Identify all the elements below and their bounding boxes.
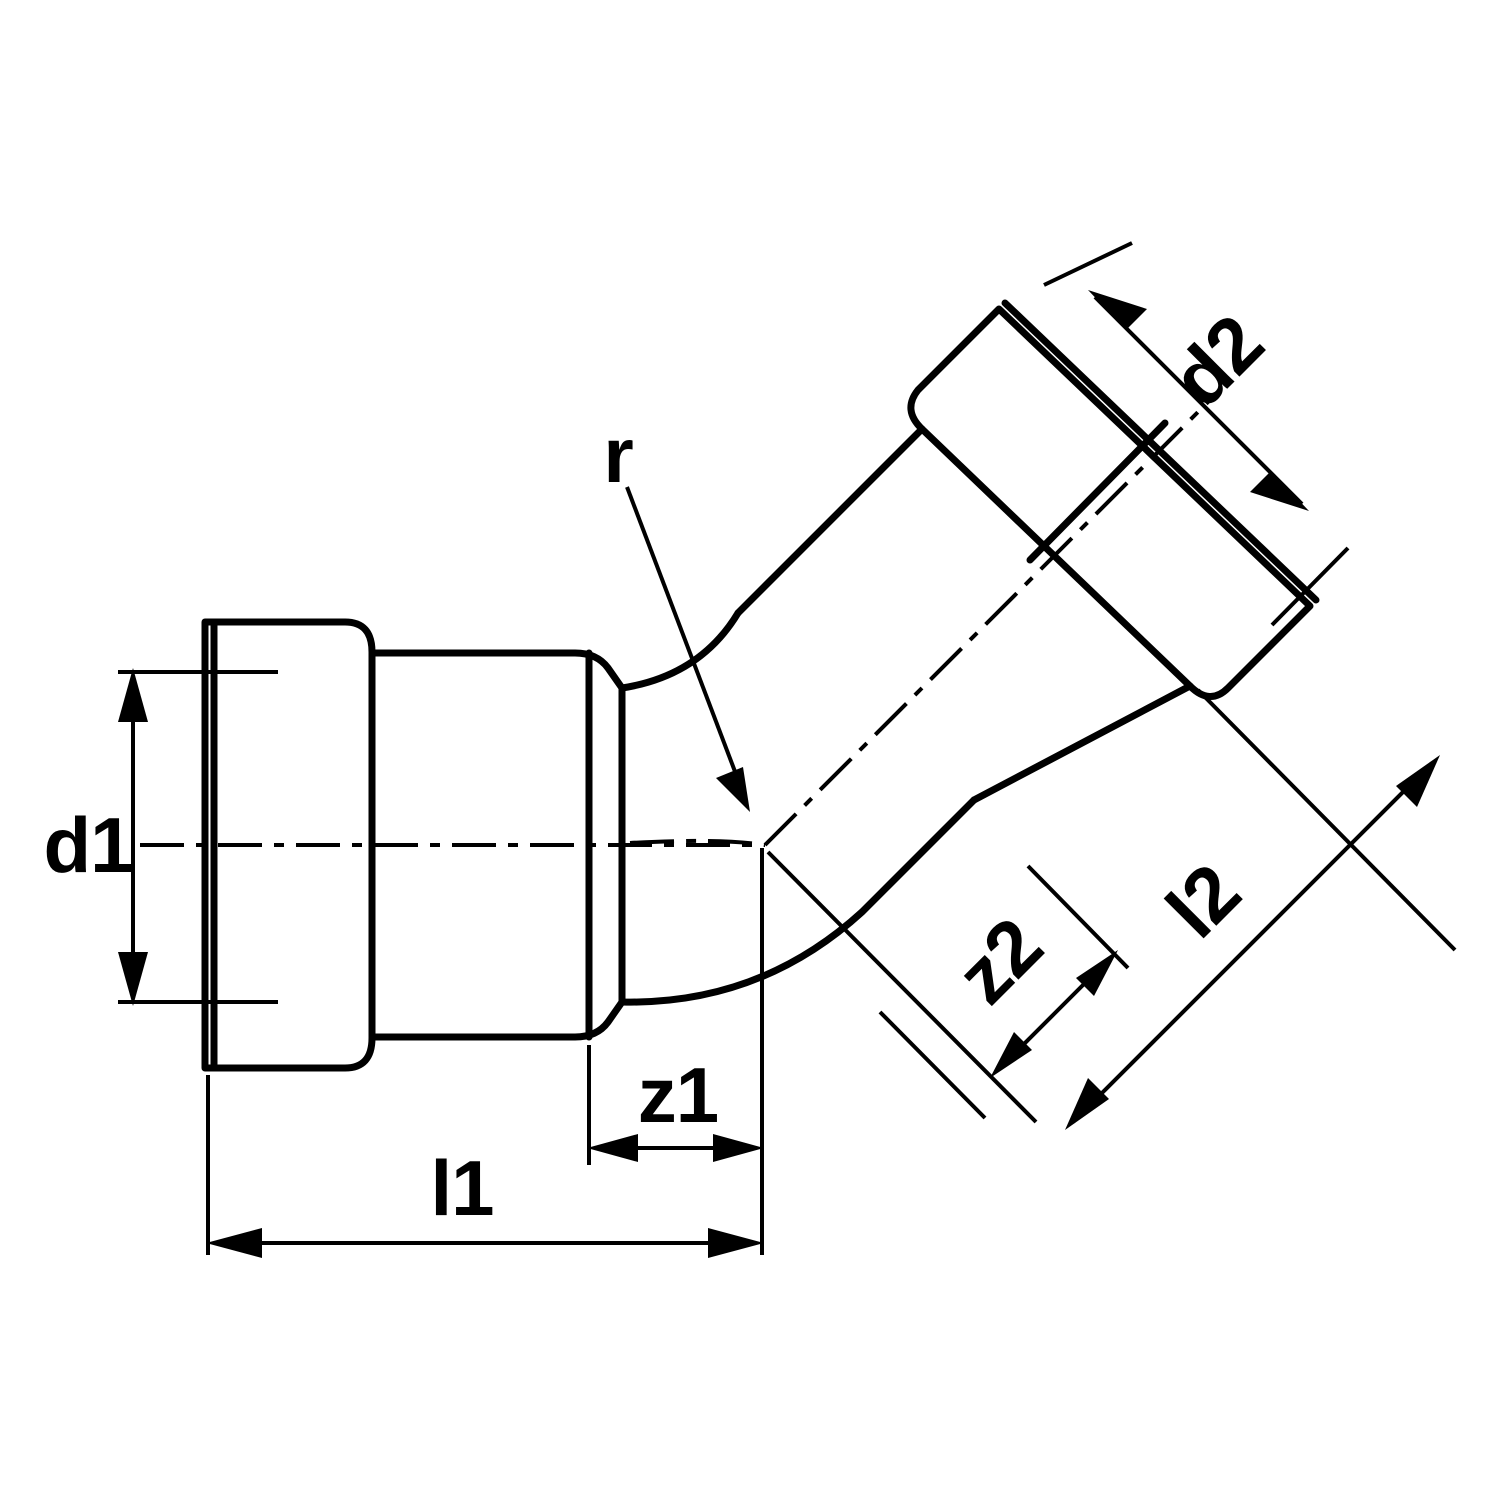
- bend-throat-curve: [618, 609, 742, 692]
- arrowhead-d2-upper: [1088, 290, 1147, 330]
- ext-d2-bottom: [1270, 546, 1350, 627]
- dim-label-l1: l1: [430, 1144, 493, 1232]
- arrowhead-l2-lower: [1065, 1078, 1109, 1130]
- dim-label-z2: z2: [939, 901, 1058, 1020]
- branch-lower-wall: [970, 682, 1194, 804]
- arrowhead-d1-down: [118, 952, 148, 1006]
- extension-lines: [118, 241, 1457, 1255]
- dimension-l2: l2: [1065, 755, 1440, 1130]
- dim-line-d2: [1093, 295, 1304, 506]
- arrowhead-r: [716, 767, 750, 812]
- dim-label-d1: d1: [43, 801, 132, 889]
- branch-upper-wall: [734, 425, 926, 617]
- dim-label-d2: d2: [1154, 298, 1279, 423]
- centerlines: [140, 396, 1214, 847]
- branch-bead-ring-line: [1026, 419, 1169, 564]
- arrowhead-z2-upper: [1076, 950, 1118, 996]
- bend-heel-curve: [618, 796, 978, 1006]
- barrel-top-edge: [368, 649, 626, 692]
- angled-centerline: [763, 396, 1214, 847]
- ext-z2-lower: [878, 1010, 987, 1120]
- arrowhead-d1-up: [118, 668, 148, 722]
- ext-z2-upper: [1026, 864, 1130, 970]
- dimension-d2: d2: [1088, 290, 1309, 511]
- dimension-d1: d1: [43, 668, 148, 1006]
- barrel-bottom-edge: [368, 998, 626, 1041]
- dim-label-l2: l2: [1149, 847, 1256, 954]
- leader-line-r: [625, 486, 744, 791]
- arrowhead-z1-left: [587, 1134, 638, 1162]
- ext-l2-upper: [1196, 688, 1457, 952]
- bend-centerline-arc: [629, 838, 766, 847]
- dim-line-l2: [1071, 761, 1434, 1124]
- arrowhead-l1-right: [708, 1228, 764, 1258]
- ext-d2-top: [1043, 241, 1133, 287]
- arrowhead-z2-lower: [990, 1032, 1032, 1078]
- elbow-bend-outer: [618, 609, 978, 1006]
- arrowhead-z1-right: [713, 1134, 764, 1162]
- dim-label-r: r: [603, 411, 633, 499]
- dimension-z1: z1: [587, 1051, 764, 1162]
- arrowhead-l2-upper: [1396, 755, 1440, 807]
- dimension-l1: l1: [206, 1144, 764, 1258]
- dimension-r: r: [603, 411, 750, 812]
- dim-label-z1: z1: [638, 1051, 718, 1139]
- arrowhead-l1-left: [206, 1228, 262, 1258]
- arrowhead-d2-lower: [1250, 471, 1309, 511]
